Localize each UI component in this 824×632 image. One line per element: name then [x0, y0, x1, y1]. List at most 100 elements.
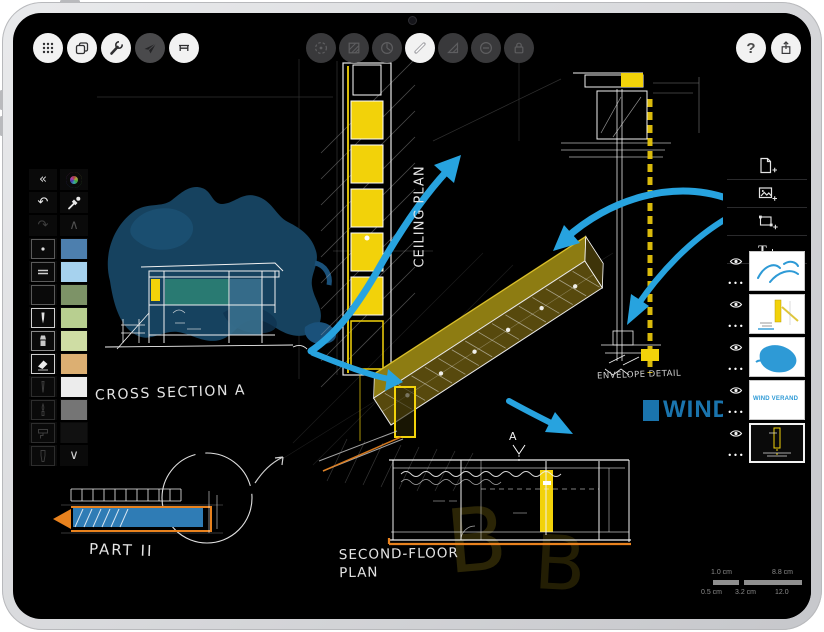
tool-roller[interactable]: [29, 422, 57, 443]
duplicate-button[interactable]: [67, 33, 97, 63]
insert-image-button[interactable]: [723, 183, 811, 204]
ceiling-plan-tower: [320, 58, 416, 441]
app-screen: B B: [13, 13, 811, 619]
circle-minus-icon: [479, 41, 493, 55]
tool-empty-slot[interactable]: [29, 284, 57, 305]
divider: [727, 207, 807, 208]
lock-button[interactable]: [504, 33, 534, 63]
tool-stroke-preview[interactable]: [29, 261, 57, 282]
color-swatch-5[interactable]: [60, 330, 88, 351]
layer-thumbnail[interactable]: [749, 337, 805, 377]
eye-icon[interactable]: [729, 342, 743, 353]
color-swatch-7[interactable]: [60, 376, 88, 397]
eraser-icon: [31, 353, 55, 374]
part-detail-drawing: [53, 452, 284, 544]
pen-stroke-icon: [414, 42, 426, 54]
eyedropper-icon: [68, 196, 81, 209]
image-plus-icon: [758, 186, 777, 201]
eye-icon[interactable]: [729, 299, 743, 310]
scroll-colors-down-button[interactable]: ∨: [60, 445, 88, 466]
color-swatch-1[interactable]: [60, 238, 88, 259]
label-floor-plan: SECOND-FLOOR PLAN: [338, 545, 459, 582]
undo-button[interactable]: ↶: [29, 192, 57, 213]
layer-row-2: •••: [725, 294, 805, 334]
color-swatch-4[interactable]: [60, 307, 88, 328]
floor-plan-drawing: B B: [387, 444, 631, 609]
share-button[interactable]: [771, 33, 801, 63]
stroke-preview-icon: [31, 261, 55, 282]
blue-blob-thumb: [755, 345, 797, 373]
flow-arrows: [307, 155, 733, 434]
tool-point[interactable]: [29, 238, 57, 259]
tool-fixed-pen[interactable]: [29, 307, 57, 328]
measure-icon: [179, 44, 189, 51]
ink-pen-icon: [31, 330, 55, 351]
tool-palette: « ↶ ↷ ∧: [29, 169, 88, 466]
layer-row-1: •••: [725, 251, 805, 291]
eye-icon[interactable]: [729, 256, 743, 267]
color-wheel-button[interactable]: [60, 169, 88, 190]
brush-icon: [31, 399, 55, 420]
layer-more-button[interactable]: •••: [727, 408, 745, 417]
set-square-button[interactable]: [438, 33, 468, 63]
redo-button[interactable]: ↷: [29, 215, 57, 236]
measure-button[interactable]: [169, 33, 199, 63]
layer-row-5: •••: [725, 423, 805, 463]
marker-icon: [31, 445, 55, 466]
layer-thumbnail[interactable]: WIND VERAND: [749, 380, 805, 420]
label-part: PART II: [88, 539, 154, 561]
tool-brush[interactable]: [29, 399, 57, 420]
layer-more-button[interactable]: •••: [727, 365, 745, 374]
color-swatch-8[interactable]: [60, 399, 88, 420]
eyedropper-button[interactable]: [60, 192, 88, 213]
pen-tool-button[interactable]: [405, 33, 435, 63]
color-swatch-2[interactable]: [60, 261, 88, 282]
envelope-detail-drawing: [561, 72, 700, 376]
layer-row-3: •••: [725, 337, 805, 377]
protractor-button[interactable]: [372, 33, 402, 63]
scale-bottom-left: 0.5 cm: [701, 589, 723, 596]
fill-hatch-button[interactable]: [339, 33, 369, 63]
color-swatch-6[interactable]: [60, 353, 88, 374]
layer-more-button[interactable]: •••: [727, 451, 745, 460]
set-square-icon: [447, 42, 459, 54]
send-plane-button[interactable]: [135, 33, 165, 63]
color-swatch-3[interactable]: [60, 284, 88, 305]
color-wheel-icon: [66, 171, 82, 188]
help-icon: ?: [746, 39, 756, 57]
grid-settings-button[interactable]: [33, 33, 63, 63]
settings-wrench-button[interactable]: [101, 33, 131, 63]
axon-beam: [318, 235, 604, 492]
eye-icon[interactable]: [729, 385, 743, 396]
help-button[interactable]: ?: [736, 33, 766, 63]
wrench-icon: [110, 40, 124, 55]
eye-icon[interactable]: [729, 428, 743, 439]
layer-thumbnail[interactable]: [749, 251, 805, 291]
color-swatch-9[interactable]: [60, 422, 88, 443]
subtract-button[interactable]: [471, 33, 501, 63]
new-page-button[interactable]: [723, 155, 811, 176]
transform-frame-button[interactable]: [723, 211, 811, 232]
point-tool-icon: [31, 238, 55, 259]
precision-dial-button[interactable]: [306, 33, 336, 63]
layer-thumbnail[interactable]: [749, 294, 805, 334]
layer-thumbnail-selected[interactable]: [749, 423, 805, 463]
drawing-canvas[interactable]: B B: [13, 13, 811, 619]
empty-slot: [31, 284, 55, 305]
fill-hatch-icon: [348, 42, 360, 54]
dark-sketch-thumb: [763, 427, 791, 457]
paper-plane-icon: [144, 43, 157, 54]
tool-eraser[interactable]: [29, 353, 57, 374]
fixed-pen-icon: [31, 307, 55, 328]
scale-bottom-mid: 3.2 cm: [735, 589, 757, 596]
tool-marker[interactable]: [29, 445, 57, 466]
divider: [727, 235, 807, 236]
tool-ink-pen[interactable]: [29, 330, 57, 351]
text-plus-icon: T: [758, 242, 767, 257]
layer-more-button[interactable]: •••: [727, 322, 745, 331]
collapse-palette-button[interactable]: «: [29, 169, 57, 190]
layer-more-button[interactable]: •••: [727, 279, 745, 288]
scroll-colors-up-button[interactable]: ∧: [60, 215, 88, 236]
tool-pencil[interactable]: [29, 376, 57, 397]
